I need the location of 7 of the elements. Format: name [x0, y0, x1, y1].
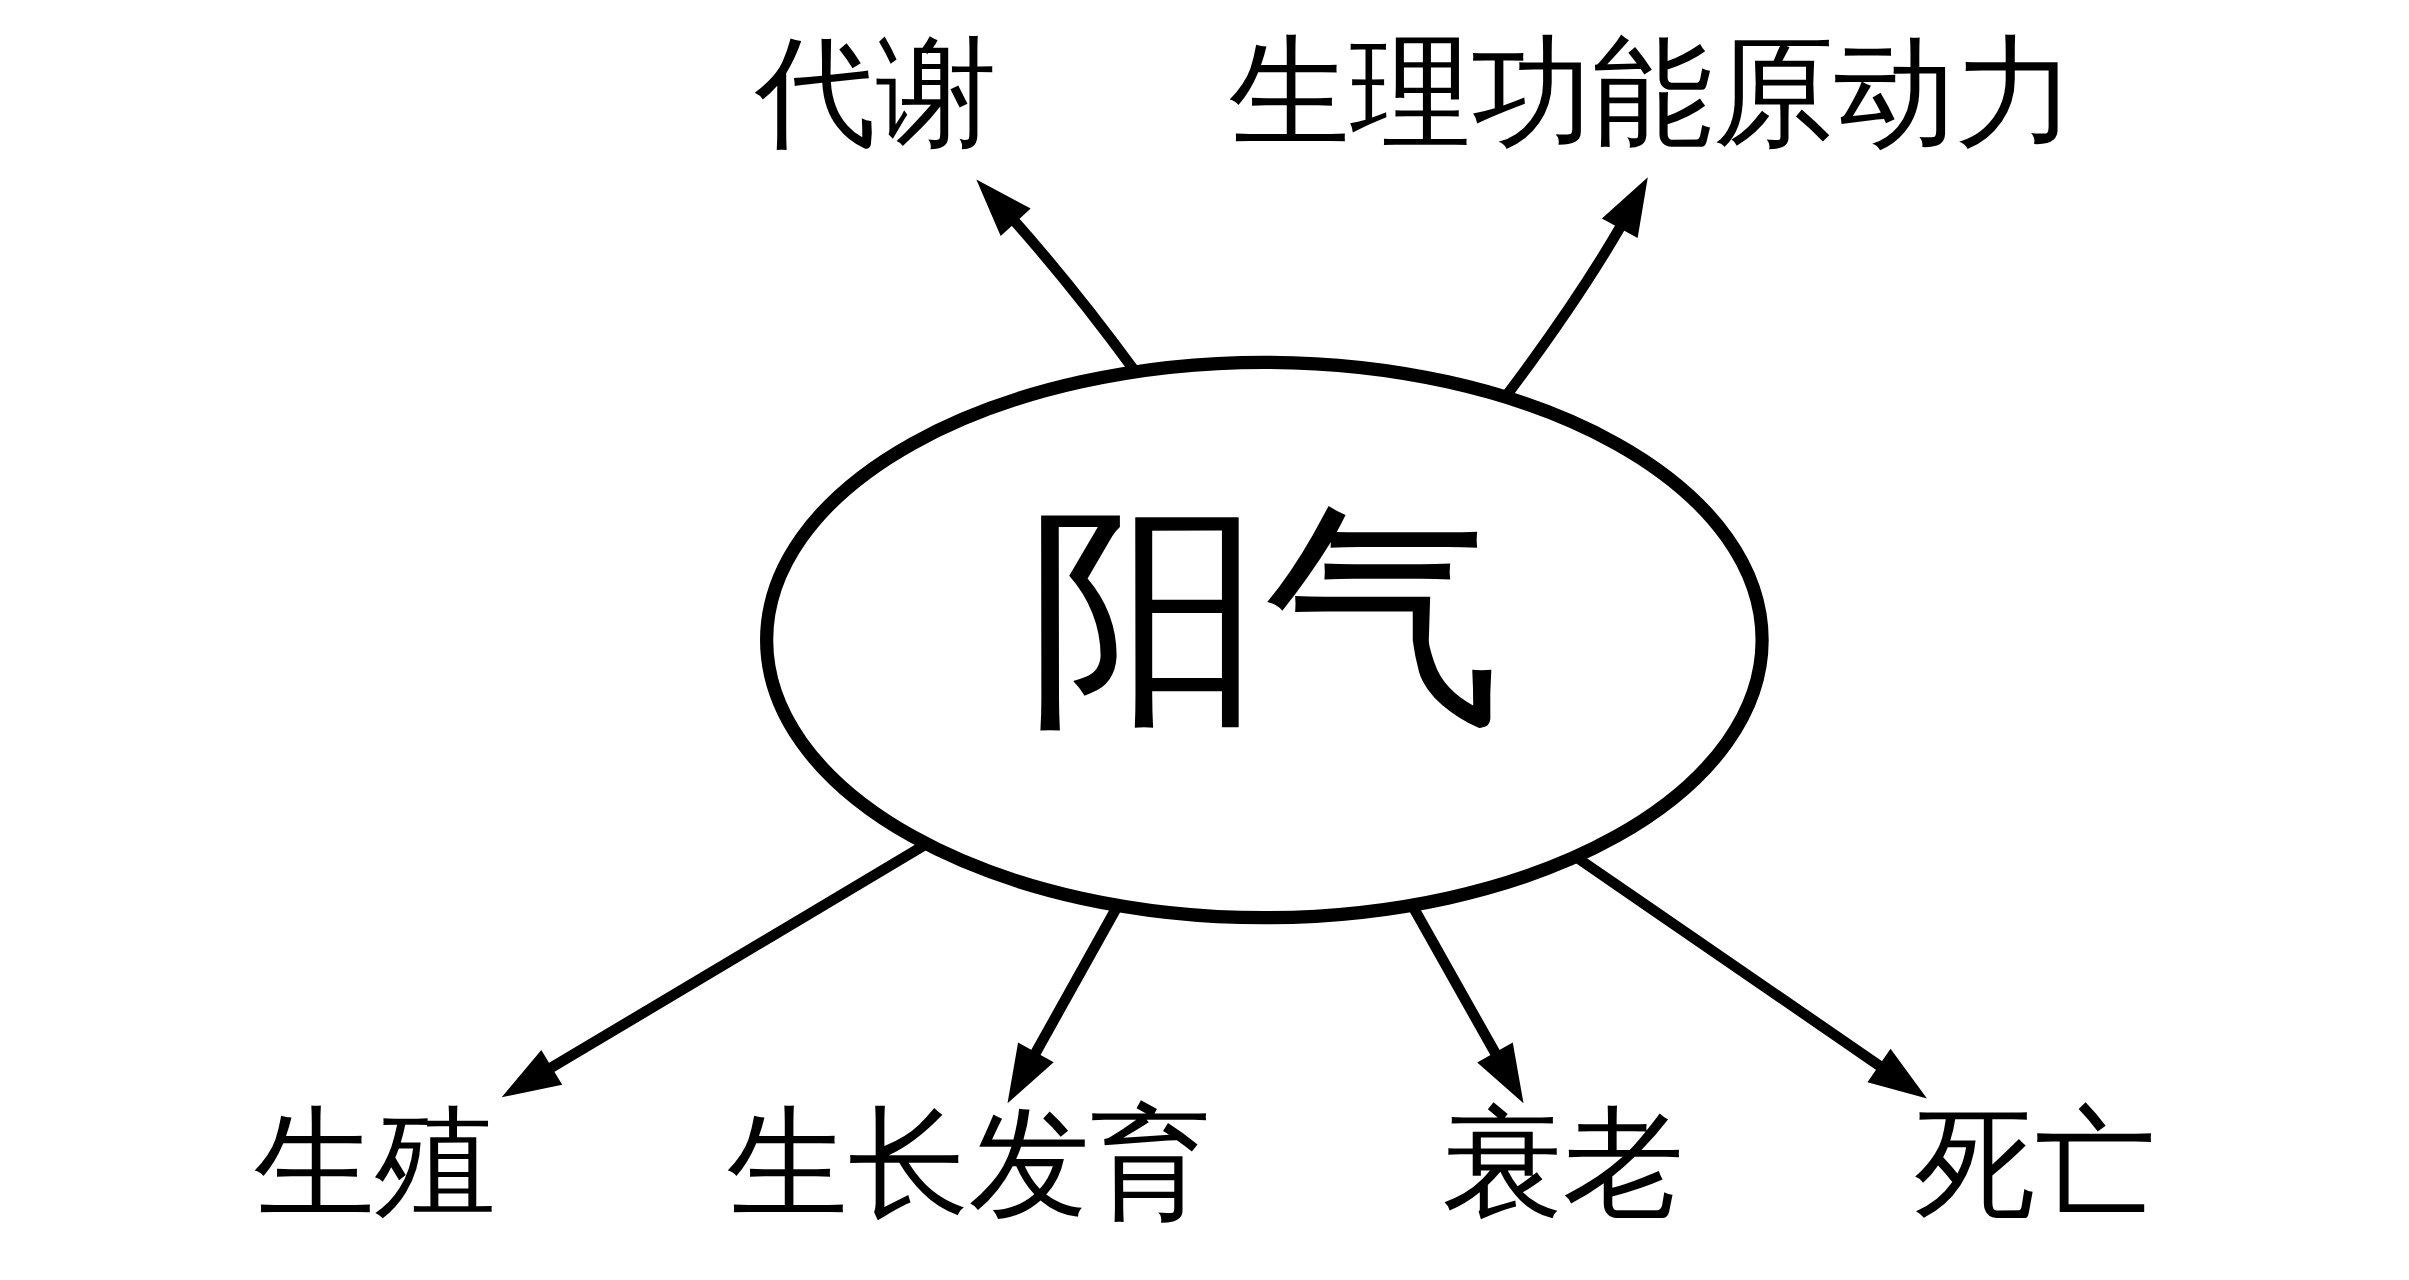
node-text: 生长发育: [726, 1092, 1211, 1235]
node-text: 衰老: [1441, 1092, 1684, 1235]
node-text: 代谢: [754, 21, 997, 164]
node-text: 生殖: [253, 1092, 496, 1235]
node-text: 死亡: [1913, 1092, 2156, 1235]
node-text: 生理功能原动力: [1228, 21, 2076, 164]
node-ellipse: 阳气: [759, 355, 1769, 925]
